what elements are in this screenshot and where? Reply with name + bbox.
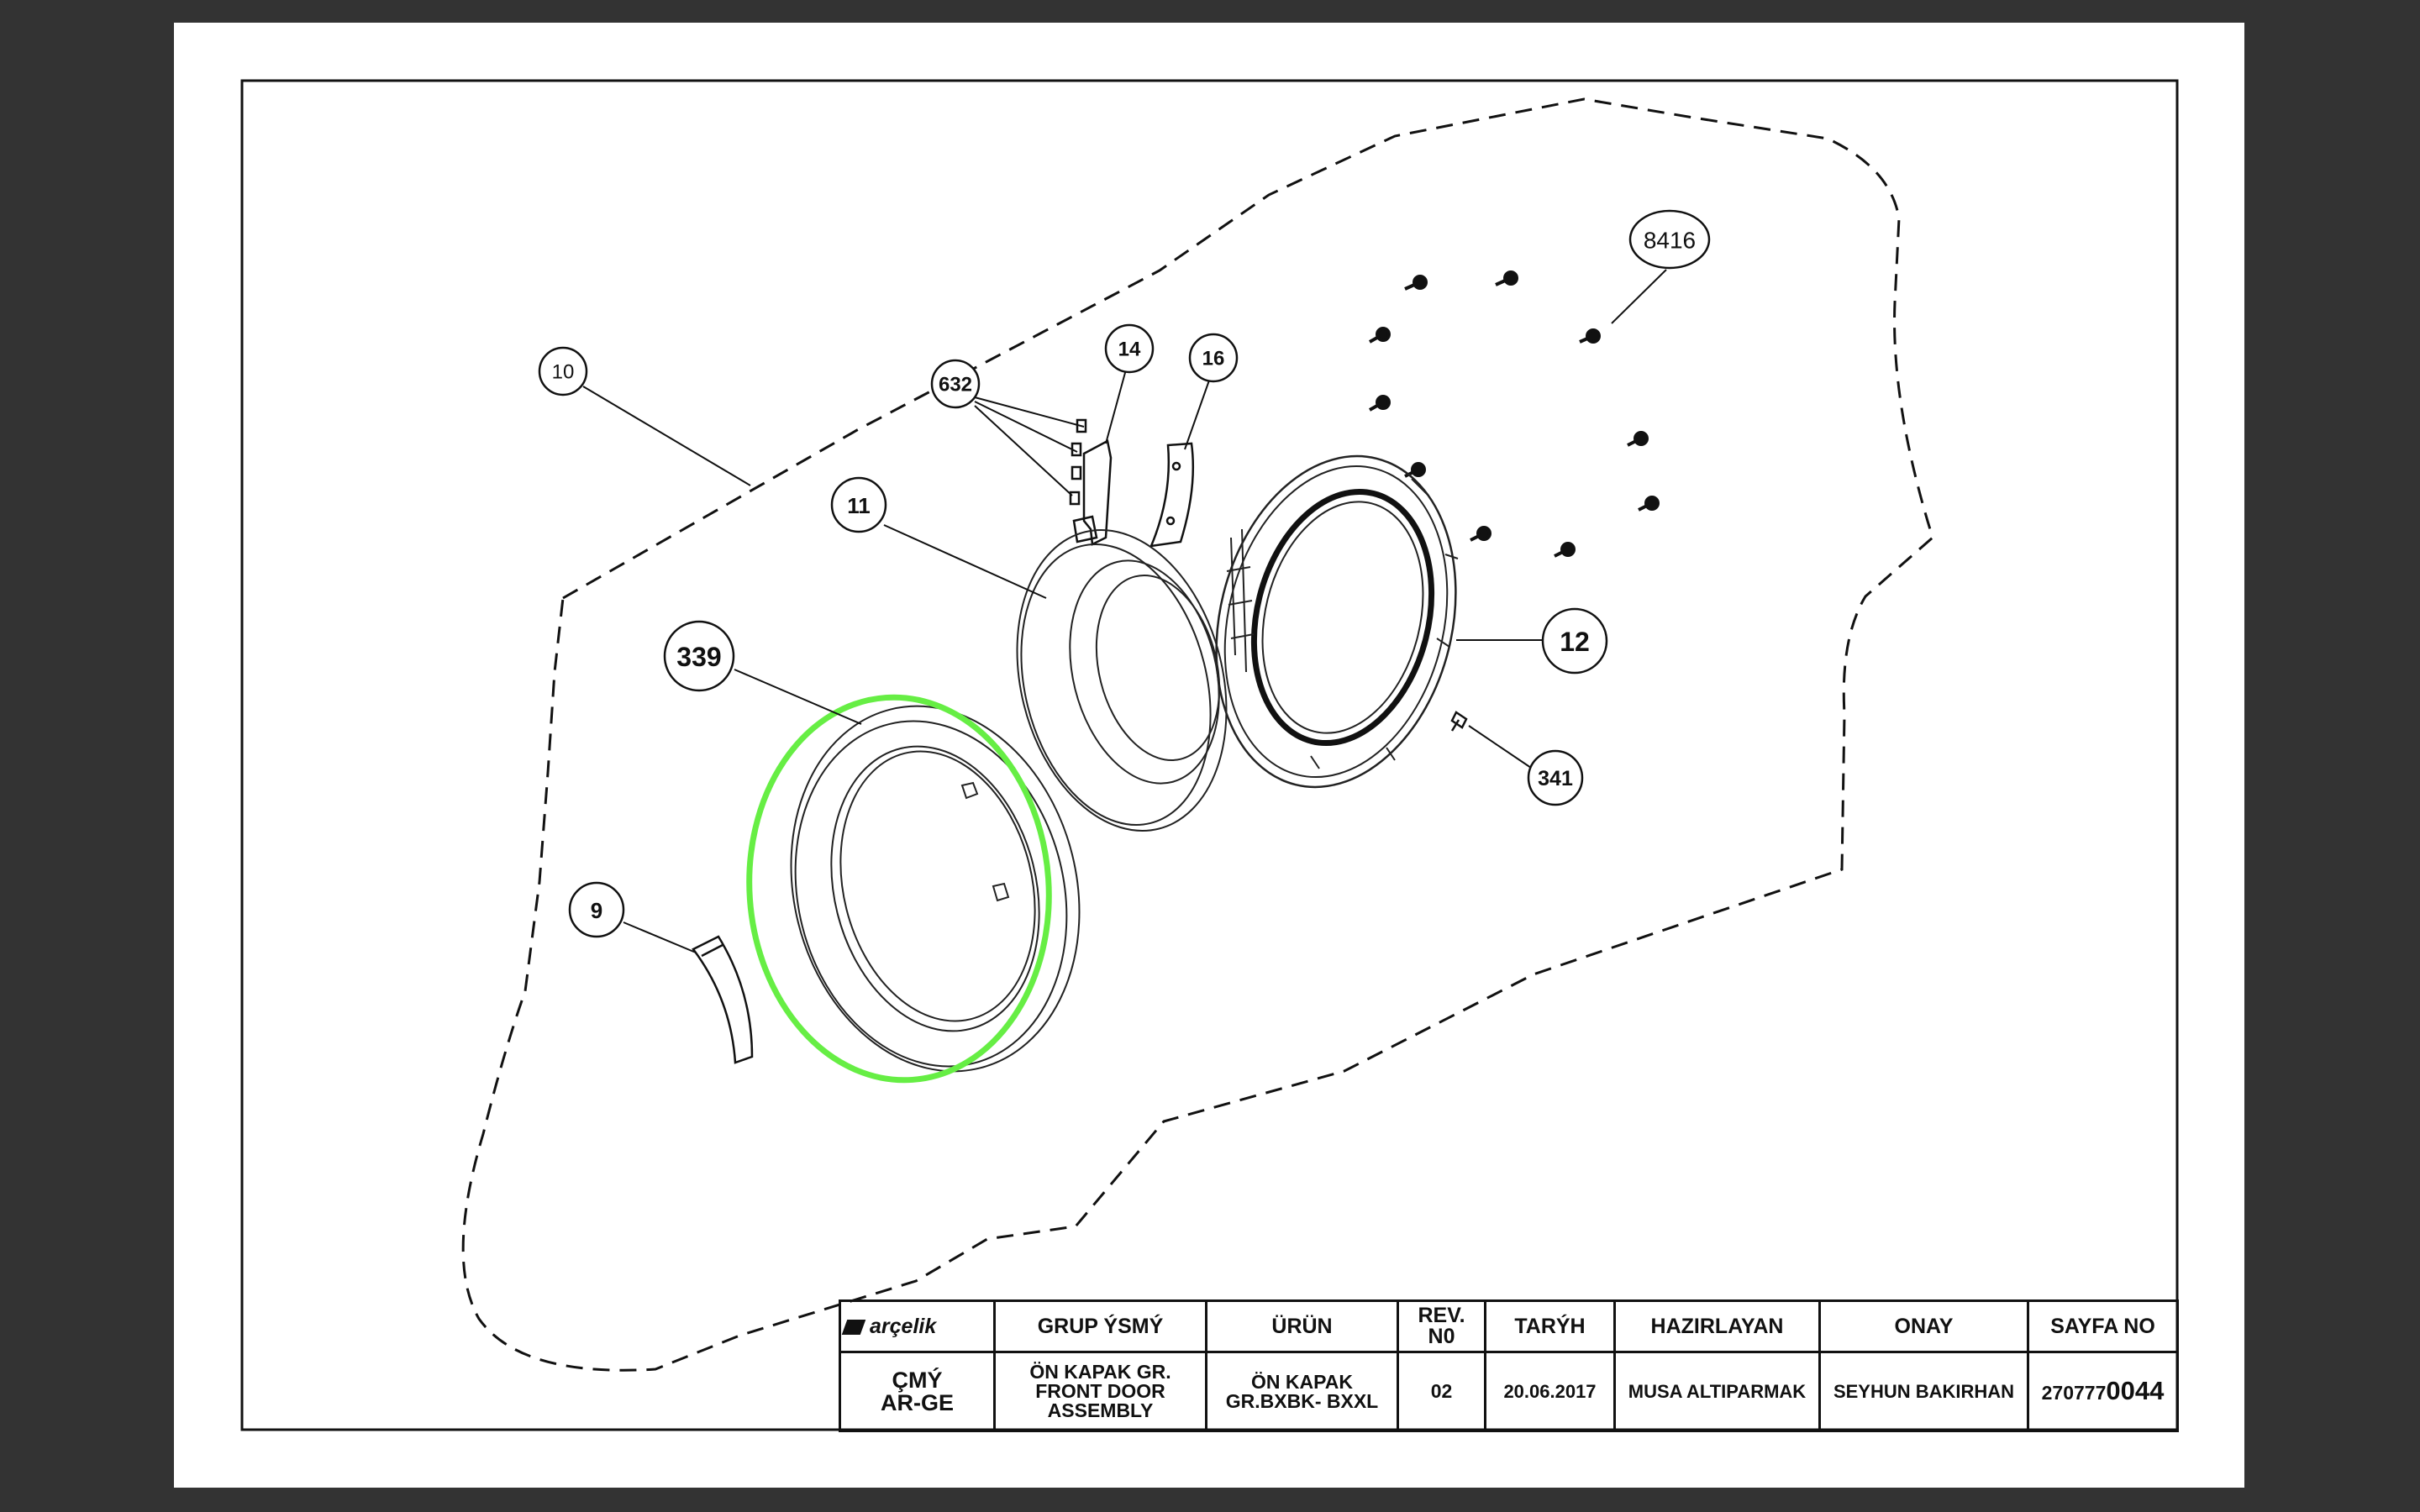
- small-screw: [1450, 711, 1468, 732]
- value-approval: SEYHUN BAKIRHAN: [1818, 1351, 2029, 1432]
- screws-group: [1369, 270, 1660, 558]
- logo-text: arçelik: [870, 1314, 937, 1338]
- callout-16: 16: [1188, 333, 1239, 383]
- callout-label: 12: [1560, 627, 1590, 657]
- dept-line1: ÇMÝ: [892, 1367, 943, 1393]
- screw: [1627, 431, 1649, 447]
- callout-label: 9: [591, 898, 602, 923]
- callout-label: 14: [1118, 339, 1141, 361]
- callout-10: 10: [538, 346, 588, 396]
- machine-outline: [461, 97, 1934, 1372]
- outer-door-ring: [790, 705, 1081, 1073]
- highlight-ellipse: [746, 694, 1052, 1084]
- header-prepared: HAZIRLAYAN: [1613, 1299, 1821, 1353]
- door-handle: [692, 935, 754, 1064]
- value-page: 2707770044: [2027, 1351, 2179, 1432]
- product-line1: ÖN KAPAK: [1251, 1370, 1353, 1393]
- callout-label: 16: [1202, 348, 1225, 370]
- screw: [1579, 328, 1601, 344]
- callout-label: 339: [676, 642, 721, 672]
- value-prepared: MUSA ALTIPARMAK: [1613, 1351, 1821, 1432]
- callout-11: 11: [830, 476, 887, 533]
- callout-12: 12: [1541, 607, 1608, 675]
- callout-339: 339: [663, 620, 735, 692]
- callout-341: 341: [1527, 749, 1584, 806]
- screw: [1470, 526, 1491, 542]
- hinge-part: [1069, 418, 1113, 546]
- header-date: TARÝH: [1484, 1299, 1616, 1353]
- group-line3: ASSEMBLY: [1047, 1399, 1154, 1421]
- inner-door-frame: [1215, 454, 1459, 789]
- leader-lines: [582, 269, 1667, 953]
- hinge-cover: [1150, 442, 1195, 548]
- callout-label: 10: [552, 361, 575, 384]
- callout-label: 341: [1538, 767, 1573, 790]
- value-date: 20.06.2017: [1484, 1351, 1616, 1432]
- callout-label: 11: [847, 493, 871, 518]
- callout-label: 8416: [1644, 228, 1696, 254]
- screw: [1369, 327, 1391, 344]
- page-suffix: 0044: [2106, 1375, 2165, 1405]
- screw: [1369, 395, 1391, 412]
- dept-line2: AR-GE: [881, 1389, 954, 1415]
- value-rev: 02: [1397, 1351, 1486, 1432]
- callout-label: 632: [939, 374, 972, 396]
- rev-line2: N0: [1428, 1325, 1455, 1348]
- header-group: GRUP ÝSMÝ: [993, 1299, 1207, 1353]
- screw: [1404, 462, 1426, 478]
- header-rev: REV.N0: [1397, 1299, 1486, 1353]
- title-block: arçelik GRUP ÝSMÝ ÜRÜN REV.N0 TARÝH HAZI…: [839, 1299, 2179, 1432]
- header-approval: ONAY: [1818, 1299, 2029, 1353]
- drawing-border: [240, 79, 2179, 1431]
- screw: [1554, 542, 1576, 558]
- inner-glass: [1016, 529, 1228, 832]
- drawing-sheet: [174, 23, 2244, 1488]
- screw: [1404, 275, 1428, 291]
- header-product: ÜRÜN: [1205, 1299, 1399, 1353]
- callout-14: 14: [1104, 323, 1155, 374]
- company-logo: arçelik: [839, 1299, 996, 1353]
- group-line1: ÖN KAPAK GR.: [1029, 1361, 1171, 1383]
- rev-line1: REV.: [1418, 1304, 1465, 1327]
- callout-8416: 8416: [1628, 209, 1711, 270]
- product-line2: GR.BXBK- BXXL: [1225, 1389, 1379, 1412]
- callout-632: 632: [930, 359, 981, 409]
- logo-flag-icon: [842, 1319, 866, 1335]
- group-line2: FRONT DOOR: [1035, 1380, 1165, 1402]
- screw: [1495, 270, 1518, 286]
- screw: [1638, 496, 1660, 512]
- page-prefix: 270777: [2041, 1381, 2107, 1404]
- header-page: SAYFA NO: [2027, 1299, 2179, 1353]
- callout-9: 9: [568, 881, 625, 938]
